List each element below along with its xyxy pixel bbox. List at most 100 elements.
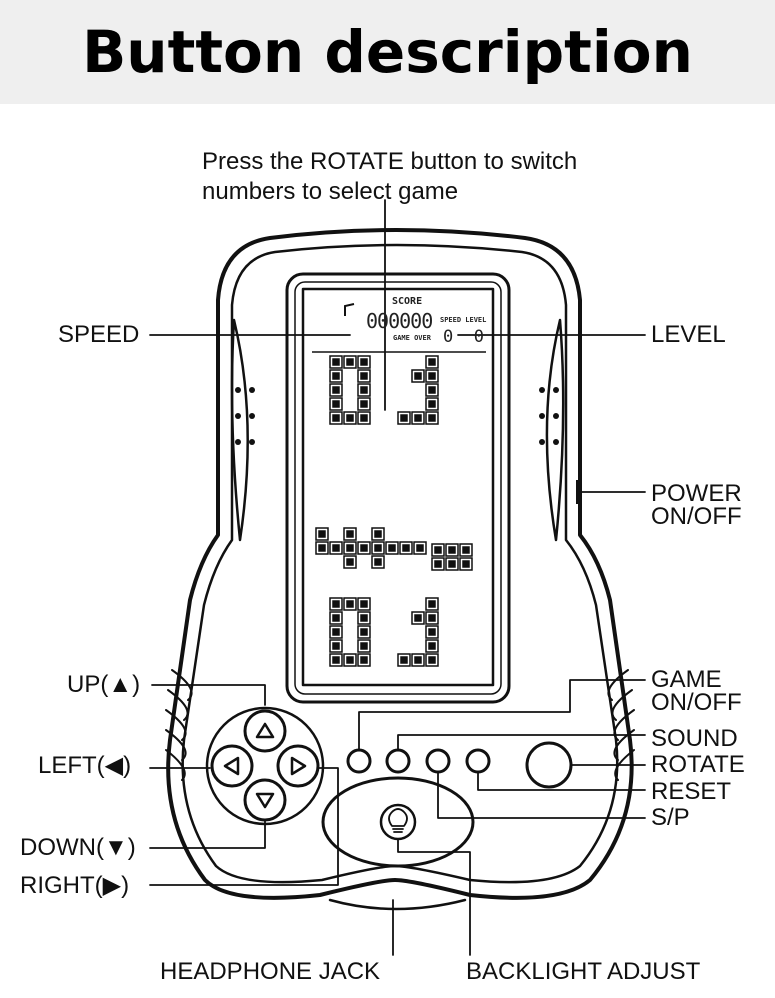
lcd-block-core [360,544,368,552]
label-left: LEFT(◀) [38,752,132,779]
lcd-block-core [428,628,436,636]
lcd-block-core [360,628,368,636]
lcd-block [413,541,427,555]
down-button[interactable] [243,778,287,822]
right-button[interactable] [276,744,320,788]
screen-bezel [285,272,511,704]
lcd-block [343,653,357,667]
lcd-block-core [332,544,340,552]
lcd-block-core [448,546,456,554]
lcd-block-core [332,358,340,366]
lcd-block [411,653,425,667]
lcd-block [329,383,343,397]
lcd-block [371,555,385,569]
lcd-block [315,527,329,541]
lcd-block-core [360,642,368,650]
lcd-block-core [360,656,368,664]
lcd-block-core [428,614,436,622]
lcd-block-core [374,558,382,566]
lcd-block-core [414,372,422,380]
reset-button[interactable] [465,748,491,774]
lcd-block [357,653,371,667]
lcd-block [357,369,371,383]
lcd-block [315,541,329,555]
lcd-block [357,639,371,653]
lcd-block [425,383,439,397]
lcd-block [425,355,439,369]
lcd-block-core [416,544,424,552]
lcd-block [329,411,343,425]
lcd-block [343,555,357,569]
side-dots-left [235,387,255,445]
lcd-block [357,625,371,639]
lcd-block [371,527,385,541]
lcd-block-core [374,544,382,552]
lcd-block-core [346,656,354,664]
lcd-block [343,411,357,425]
label-sp: S/P [651,804,690,831]
lcd-block [445,543,459,557]
lcd-block-core [360,614,368,622]
lcd-block-core [332,386,340,394]
sound-button[interactable] [385,748,411,774]
lcd-block-core [428,372,436,380]
right-handle-ridges [607,669,635,781]
rotate-button[interactable] [525,741,573,789]
lcd-block-core [360,414,368,422]
lcd-block [399,541,413,555]
lcd-block-core [332,642,340,650]
power-switch[interactable] [576,480,582,504]
lcd-block [343,597,357,611]
up-button[interactable] [243,709,287,753]
lcd-block-core [360,600,368,608]
lcd-block-core [462,560,470,568]
lcd-block [385,541,399,555]
lcd-screen [301,287,495,687]
lcd-block-core [400,656,408,664]
sp-button[interactable] [425,748,451,774]
arrow-right-icon [290,756,307,776]
backlight-button[interactable] [379,803,417,841]
label-level: LEVEL [651,321,726,348]
lcd-block-core [402,544,410,552]
lcd-block-core [414,414,422,422]
lcd-block [357,597,371,611]
lcd-block [397,411,411,425]
lcd-speed-level-value: 0 0 [443,327,484,347]
label-reset: RESET [651,778,732,805]
headphone-jack [328,898,467,911]
lcd-block-core [318,530,326,538]
lcd-block [329,597,343,611]
lcd-block-core [414,614,422,622]
lcd-block-core [360,358,368,366]
lcd-block-core [332,414,340,422]
lcd-block [357,383,371,397]
lcd-block-core [332,400,340,408]
lcd-block-core [360,386,368,394]
arrow-up-icon [255,722,275,739]
left-button[interactable] [210,744,254,788]
lcd-block-core [428,358,436,366]
lcd-block [425,369,439,383]
lcd-block-core [428,600,436,608]
lcd-block [425,611,439,625]
lcd-block-core [360,372,368,380]
lcd-block-core [346,358,354,366]
lcd-block [329,611,343,625]
label-headphone: HEADPHONE JACK [160,958,381,985]
game-on-off-button[interactable] [346,748,372,774]
lcd-block-core [428,656,436,664]
lcd-block-core [414,656,422,664]
lcd-block-core [428,400,436,408]
lcd-block [411,369,425,383]
leader-lines [149,199,646,956]
arrow-down-icon [255,792,275,809]
label-right: RIGHT(▶) [20,872,130,899]
lcd-block [431,557,445,571]
lcd-speed-level-label: SPEED LEVEL [440,316,487,324]
label-down: DOWN(▼) [20,834,136,861]
side-dots-right [539,387,559,445]
arrow-left-icon [223,756,240,776]
lcd-block [459,557,473,571]
